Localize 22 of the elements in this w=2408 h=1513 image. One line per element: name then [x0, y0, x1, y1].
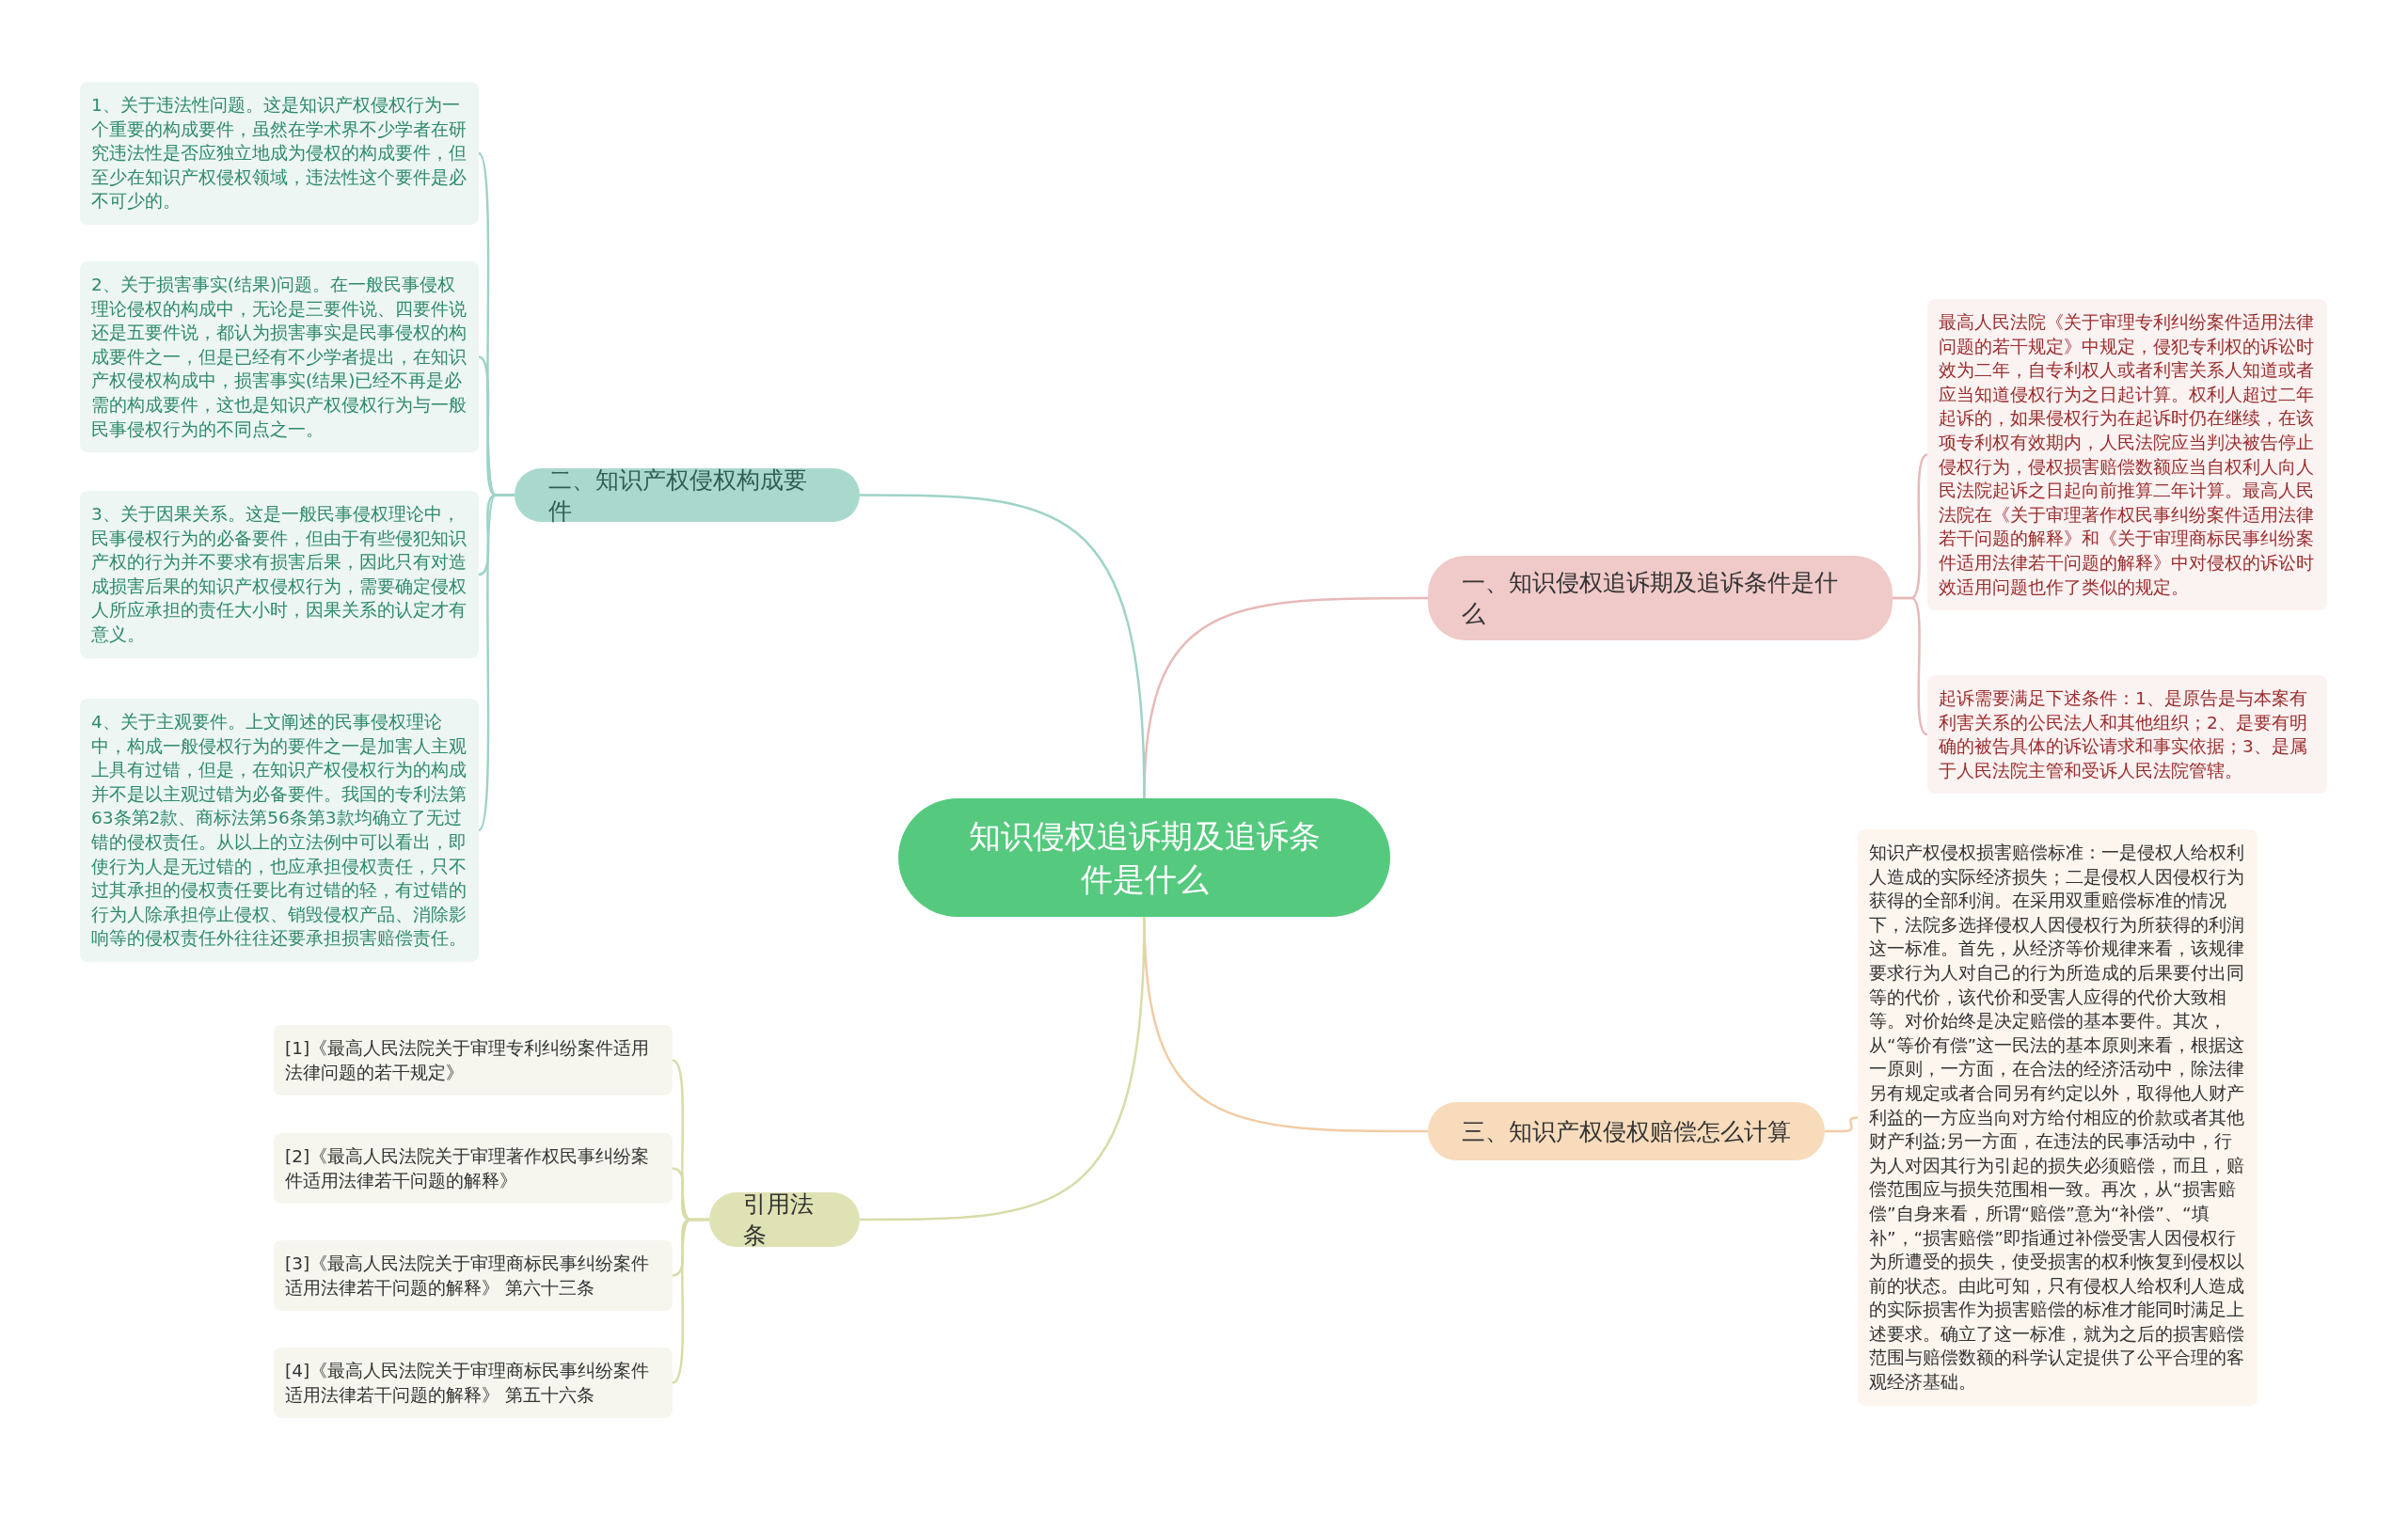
text-card: 1、关于违法性问题。这是知识产权侵权行为一个重要的构成要件，虽然在学术界不少学者在研究违法性是否应独立地成为侵权的构成要件，但至少在知识产权侵权领域，违法性这个要件是必不可少的。 [80, 82, 479, 225]
central-topic: 知识侵权追诉期及追诉条件是什么 [898, 798, 1390, 917]
text-card: 知识产权侵权损害赔偿标准：一是侵权人给权利人造成的实际经济损失；二是侵权人因侵权行为获得的全部利润。在采用双重赔偿标准的情况下，法院多选择侵权人因侵权行为所获得的利润这一标准。首先，从经济等价规律来看，该规律要求行为人对自己的行为所造成的后果要付出同等的代价，该代价和受害人应得的代价大致相等。对价始终是决定赔偿的基本要件。其次，从“等价有偿”这一民法的基本原则来看，根据这一原则，一方面，在合法的经济活动中，除法律另有规定或者合同另有约定以外，取得他人财产利益的一方应当向对方给付相应的价款或者其他财产利益;另一方面，在违法的民事活动中，行为人对因其行为引起的损失必须赔偿，而且，赔偿范围应与损失范围相一致。再次，从“损害赔偿”自身来看，所谓“赔偿”意为“补偿”、“填补”，“损害赔偿”即指通过补偿受害人因侵权行为所遭受的损失，使受损害的权利恢复到侵权以前的状态。由此可知，只有侵权人给权利人造成的实际损害作为损害赔偿的标准才能同时满足上述要求。确立了这一标准，就为之后的损害赔偿范围与赔偿数额的科学认定提供了公平合理的客观经济基础。 [1858, 829, 2258, 1406]
text-card: [3]《最高人民法院关于审理商标民事纠纷案件适用法律若干问题的解释》 第六十三条 [274, 1240, 673, 1312]
connector-line [1825, 1116, 1859, 1133]
branch-pill: 一、知识侵权追诉期及追诉条件是什么 [1428, 556, 1893, 640]
text-card: 2、关于损害事实(结果)问题。在一般民事侵权理论侵权的构成中，无论是三要件说、四要件说还是五要件说，都认为损害事实是民事侵权的构成要件之一，但是已经有不少学者提出，在知识产权侵权构成中，损害事实(结果)已经不再是必需的构成要件，这也是知识产权侵权行为与一般民事侵权行为的不同点之一。 [80, 261, 479, 453]
text-card: 最高人民法院《关于审理专利纠纷案件适用法律问题的若干规定》中规定，侵犯专利权的诉讼时效为二年，自专利权人或者利害关系人知道或者应当知道侵权行为之日起计算。权利人超过二年起诉的，如果侵权行为在起诉时仍在继续，在该项专利权有效期内，人民法院应当判决被告停止侵权行为，侵权损害赔偿数额应当自权利人向人民法院起诉之日起向前推算二年计算。最高人民法院在《关于审理著作权民事纠纷案件适用法律若干问题的解释》和《关于审理商标民事纠纷案件适用法律若干问题的解释》中对侵权的诉讼时效适用问题也作了类似的规定。 [1927, 299, 2327, 611]
text-card: [4]《最高人民法院关于审理商标民事纠纷案件适用法律若干问题的解释》 第五十六条 [274, 1348, 673, 1419]
connector-line [860, 916, 1146, 1221]
connector-line [672, 1218, 709, 1384]
connector-line [477, 494, 515, 831]
text-card: [1]《最高人民法院关于审理专利纠纷案件适用法律问题的若干规定》 [274, 1025, 673, 1096]
text-card: [2]《最高人民法院关于审理著作权民事纠纷案件适用法律若干问题的解释》 [274, 1133, 673, 1205]
branch-pill: 二、知识产权侵权构成要件 [515, 468, 860, 522]
branch-pill: 三、知识产权侵权赔偿怎么计算 [1428, 1102, 1825, 1160]
connector-line [1893, 596, 1928, 736]
text-card: 起诉需要满足下述条件：1、是原告是与本案有利害关系的公民法人和其他组织；2、是要有明确的被告具体的诉讼请求和事实依据；3、是属于人民法院主管和受诉人民法院管辖。 [1927, 675, 2327, 795]
connector-line [860, 494, 1146, 799]
branch-pill: 引用法条 [709, 1192, 860, 1247]
text-card: 3、关于因果关系。这是一般民事侵权理论中，民事侵权行为的必备要件，但由于有些侵犯知识产权的行为并不要求有损害后果，因此只有对造成损害后果的知识产权侵权行为，需要确定侵权人所应承担的责任大小时，因果关系的认定才有意义。 [80, 491, 479, 658]
text-card: 4、关于主观要件。上文阐述的民事侵权理论中，构成一般侵权行为的要件之一是加害人主观上具有过错，但是，在知识产权侵权行为的构成并不是以主观过错为必备要件。我国的专利法第63条第2款、商标法第56条第3款均确立了无过错的侵权责任。从以上的立法例中可以看出，即使行为人是无过错的，也应承担侵权责任，只不过其承担的侵权责任要比有过错的轻，有过错的行为人除承担停止侵权、销毁侵权产品、消除影响等的侵权责任外往往还要承担损害赔偿责任。 [80, 699, 479, 962]
